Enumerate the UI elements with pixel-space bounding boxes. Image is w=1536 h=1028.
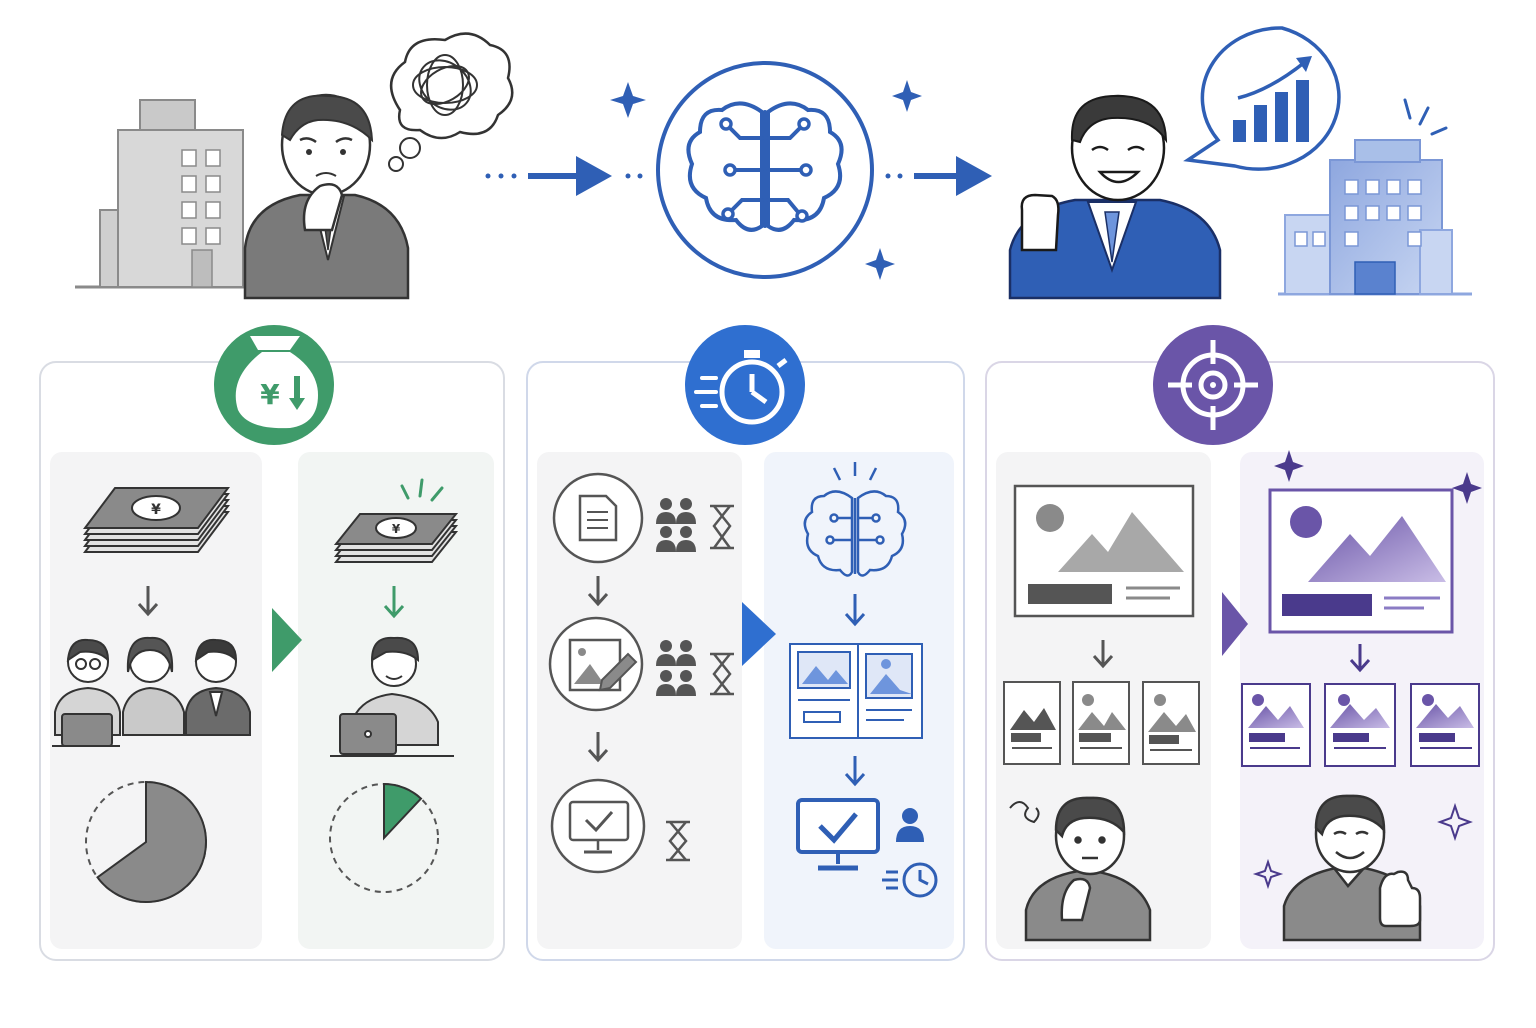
arrow-down-icon [844, 756, 866, 787]
people-group-icon [656, 640, 696, 696]
satisfied-person-thumbs-up-icon [1282, 794, 1422, 942]
panel-speed [526, 325, 965, 961]
money-bag-yen-down-icon: ¥ [214, 325, 334, 445]
flow-arrow-1 [485, 156, 643, 196]
people-group-icon [656, 498, 696, 552]
yen-symbol: ¥ [151, 502, 161, 518]
arrow-down-icon [137, 586, 159, 617]
ad-variants-gray-icon [1003, 681, 1200, 765]
sparkle-icon [610, 80, 922, 280]
flow-top [75, 26, 1472, 300]
cost-pie-before-slice [96, 780, 207, 903]
stopwatch-speed-icon [685, 325, 805, 445]
ai-brain-small-icon [803, 462, 907, 577]
yen-symbol: ¥ [260, 378, 280, 411]
arrow-down-icon [587, 576, 609, 607]
person-icon [896, 808, 924, 842]
monitor-check-step-icon [550, 778, 646, 874]
ad-banner-purple-icon [1268, 488, 1454, 634]
layout-documents-icon [789, 643, 923, 739]
hourglass-icon [710, 652, 734, 696]
ad-banner-gray-icon [1013, 484, 1195, 618]
crosshair-target-icon [1153, 325, 1273, 445]
cost-pie-after-slice [383, 782, 423, 841]
arrow-down-icon [1092, 640, 1114, 669]
clock-fast-icon [882, 862, 938, 898]
yen-symbol: ¥ [392, 522, 401, 536]
monitor-check-blue-icon [796, 798, 880, 871]
transition-arrow-green [272, 608, 302, 672]
arrow-down-icon [587, 732, 609, 763]
blue-building-icon [1278, 98, 1472, 296]
confused-person-icon [1009, 796, 1152, 942]
arrow-down-icon [383, 586, 405, 619]
worried-businessman-icon [243, 93, 410, 300]
hourglass-icon [710, 504, 734, 550]
thought-bubble-icon [388, 32, 514, 172]
flow-arrow-2 [885, 156, 992, 196]
sparkle-icon [1252, 802, 1473, 890]
team-of-three-workers-icon [52, 636, 251, 747]
document-step-icon [552, 472, 644, 564]
arrow-down-icon [844, 594, 866, 627]
ai-brain-icon [656, 61, 874, 279]
sparkle-icon [1274, 450, 1482, 504]
cost-pie-after [329, 782, 439, 893]
cost-pie-before [85, 780, 207, 903]
transition-arrow-blue [742, 602, 776, 666]
image-edit-step-icon [548, 616, 644, 712]
money-stack-large-icon: ¥ [83, 487, 230, 553]
happy-businessman-icon [1008, 94, 1222, 300]
gray-building-icon [75, 99, 250, 289]
hourglass-icon [666, 820, 690, 862]
panel-targeting [985, 325, 1495, 961]
arrow-down-icon [1349, 644, 1371, 673]
transition-arrow-purple [1222, 592, 1248, 656]
speech-bubble-growth-chart-icon [1183, 26, 1341, 171]
ad-variants-purple-icon [1241, 683, 1480, 767]
money-stack-small-icon: ¥ [333, 478, 459, 563]
panel-cost: ¥ ¥ [39, 325, 505, 961]
single-worker-laptop-icon [330, 636, 454, 757]
